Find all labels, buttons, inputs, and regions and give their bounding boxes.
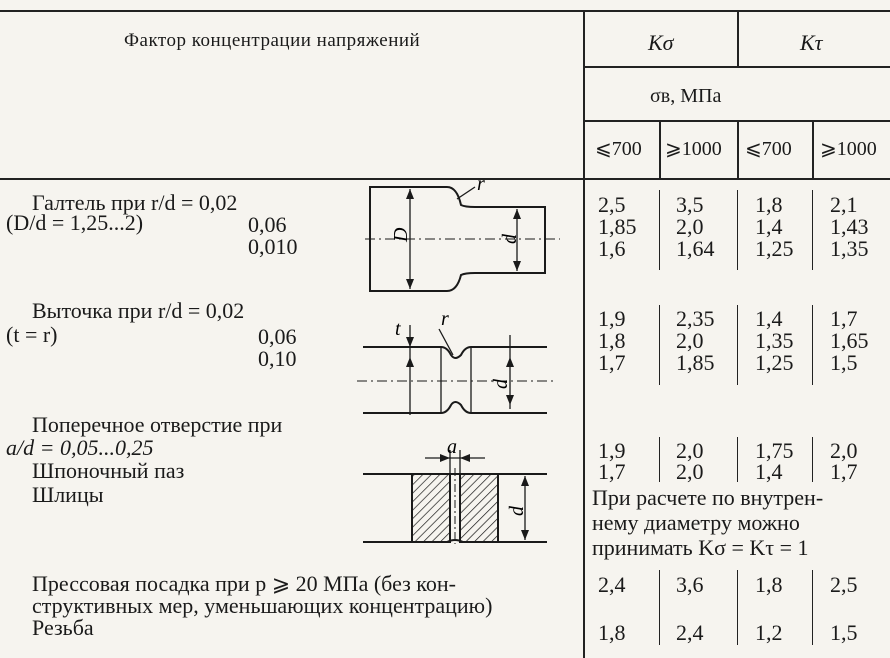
keyway-label: Шпоночный паз bbox=[32, 458, 185, 483]
col-header-1: ⩽700 bbox=[595, 138, 642, 160]
press-fit-label: Прессовая посадка при p ⩾ 20 МПа (без ко… bbox=[32, 571, 456, 596]
cross-hole-v3: 1,75 bbox=[755, 438, 794, 463]
factor-header: Фактор концентрации напряжений bbox=[124, 30, 421, 51]
body-divider bbox=[737, 437, 738, 482]
k-divider bbox=[737, 10, 739, 67]
body-divider bbox=[737, 190, 738, 270]
sigma-header-rule bbox=[583, 120, 890, 122]
body-divider bbox=[812, 437, 813, 482]
col-header-3: ⩽700 bbox=[745, 138, 792, 160]
splines-note-2: нему диаметру можно bbox=[592, 510, 800, 535]
keyway-v2: 2,0 bbox=[676, 459, 704, 484]
press-fit-label-cont: структивных мер, уменьшающих концентраци… bbox=[32, 593, 493, 618]
body-divider bbox=[812, 190, 813, 270]
col-header-2: ⩾1000 bbox=[665, 138, 722, 160]
groove-diagram: t r d bbox=[357, 308, 553, 415]
keyway-diagram: a d bbox=[363, 440, 547, 544]
body-divider bbox=[659, 305, 660, 385]
splines-note-1: При расчете по внутрен- bbox=[592, 485, 824, 510]
keyway-v3: 1,4 bbox=[755, 459, 783, 484]
k-header-rule bbox=[583, 66, 890, 68]
body-divider bbox=[812, 570, 813, 645]
thread-v1: 1,8 bbox=[598, 620, 626, 645]
fillet-r-label: r bbox=[477, 175, 485, 195]
thread-v4: 1,5 bbox=[830, 620, 858, 645]
thread-label: Резьба bbox=[32, 615, 94, 640]
top-rule bbox=[0, 10, 890, 12]
fillet-diagram: r D d bbox=[365, 175, 560, 292]
thread-v2: 2,4 bbox=[676, 620, 704, 645]
fillet-sub-1: 0,06 bbox=[248, 212, 287, 237]
keyway-a-label: a bbox=[447, 440, 457, 458]
cross-hole-v4: 2,0 bbox=[830, 438, 858, 463]
groove-sub-1: 0,06 bbox=[258, 324, 297, 349]
splines-label: Шлицы bbox=[32, 482, 104, 507]
cross-hole-ratio: a/d = 0,05...0,25 bbox=[6, 435, 154, 460]
groove-r-label: r bbox=[441, 308, 449, 330]
groove-sub-2: 0,10 bbox=[258, 346, 297, 371]
press-fit-v2: 3,6 bbox=[676, 572, 704, 597]
fillet-ratio-label: (D/d = 1,25...2) bbox=[6, 210, 144, 235]
keyway-d-label: d bbox=[506, 505, 528, 516]
body-divider bbox=[659, 190, 660, 270]
groove-t-dim-label: t bbox=[395, 318, 401, 340]
header-bottom-rule bbox=[0, 178, 890, 180]
fillet-sub-2: 0,010 bbox=[248, 234, 298, 259]
keyway-v4: 1,7 bbox=[830, 459, 858, 484]
body-divider bbox=[659, 570, 660, 645]
groove-t-label: (t = r) bbox=[6, 322, 58, 347]
col-divider-1 bbox=[659, 121, 661, 179]
cross-hole-label: Поперечное отверстие при bbox=[32, 412, 283, 437]
k-sigma-header: Kσ bbox=[648, 30, 674, 55]
thread-v3: 1,2 bbox=[755, 620, 783, 645]
main-column-divider bbox=[583, 10, 585, 658]
fillet-d-label: d bbox=[499, 233, 521, 244]
col-header-4: ⩾1000 bbox=[820, 138, 877, 160]
groove-d-label: d bbox=[490, 378, 512, 389]
body-divider bbox=[737, 305, 738, 385]
k-tau-header: Kτ bbox=[800, 30, 823, 55]
fillet-label: Галтель при r/d = 0,02 bbox=[32, 190, 238, 215]
press-fit-v4: 2,5 bbox=[830, 572, 858, 597]
col-divider-3 bbox=[812, 121, 814, 179]
body-divider bbox=[812, 305, 813, 385]
fillet-D-label: D bbox=[390, 227, 412, 243]
splines-note-3: принимать Kσ = Kτ = 1 bbox=[592, 535, 809, 560]
press-fit-v3: 1,8 bbox=[755, 572, 783, 597]
cross-hole-v2: 2,0 bbox=[676, 438, 704, 463]
cross-hole-v1: 1,9 bbox=[598, 438, 626, 463]
keyway-v1: 1,7 bbox=[598, 459, 626, 484]
sigma-b-header: σв, МПа bbox=[650, 85, 722, 107]
body-divider bbox=[659, 437, 660, 482]
body-divider bbox=[737, 570, 738, 645]
press-fit-v1: 2,4 bbox=[598, 572, 626, 597]
groove-label: Выточка при r/d = 0,02 bbox=[32, 298, 245, 323]
col-divider-2 bbox=[737, 121, 739, 179]
